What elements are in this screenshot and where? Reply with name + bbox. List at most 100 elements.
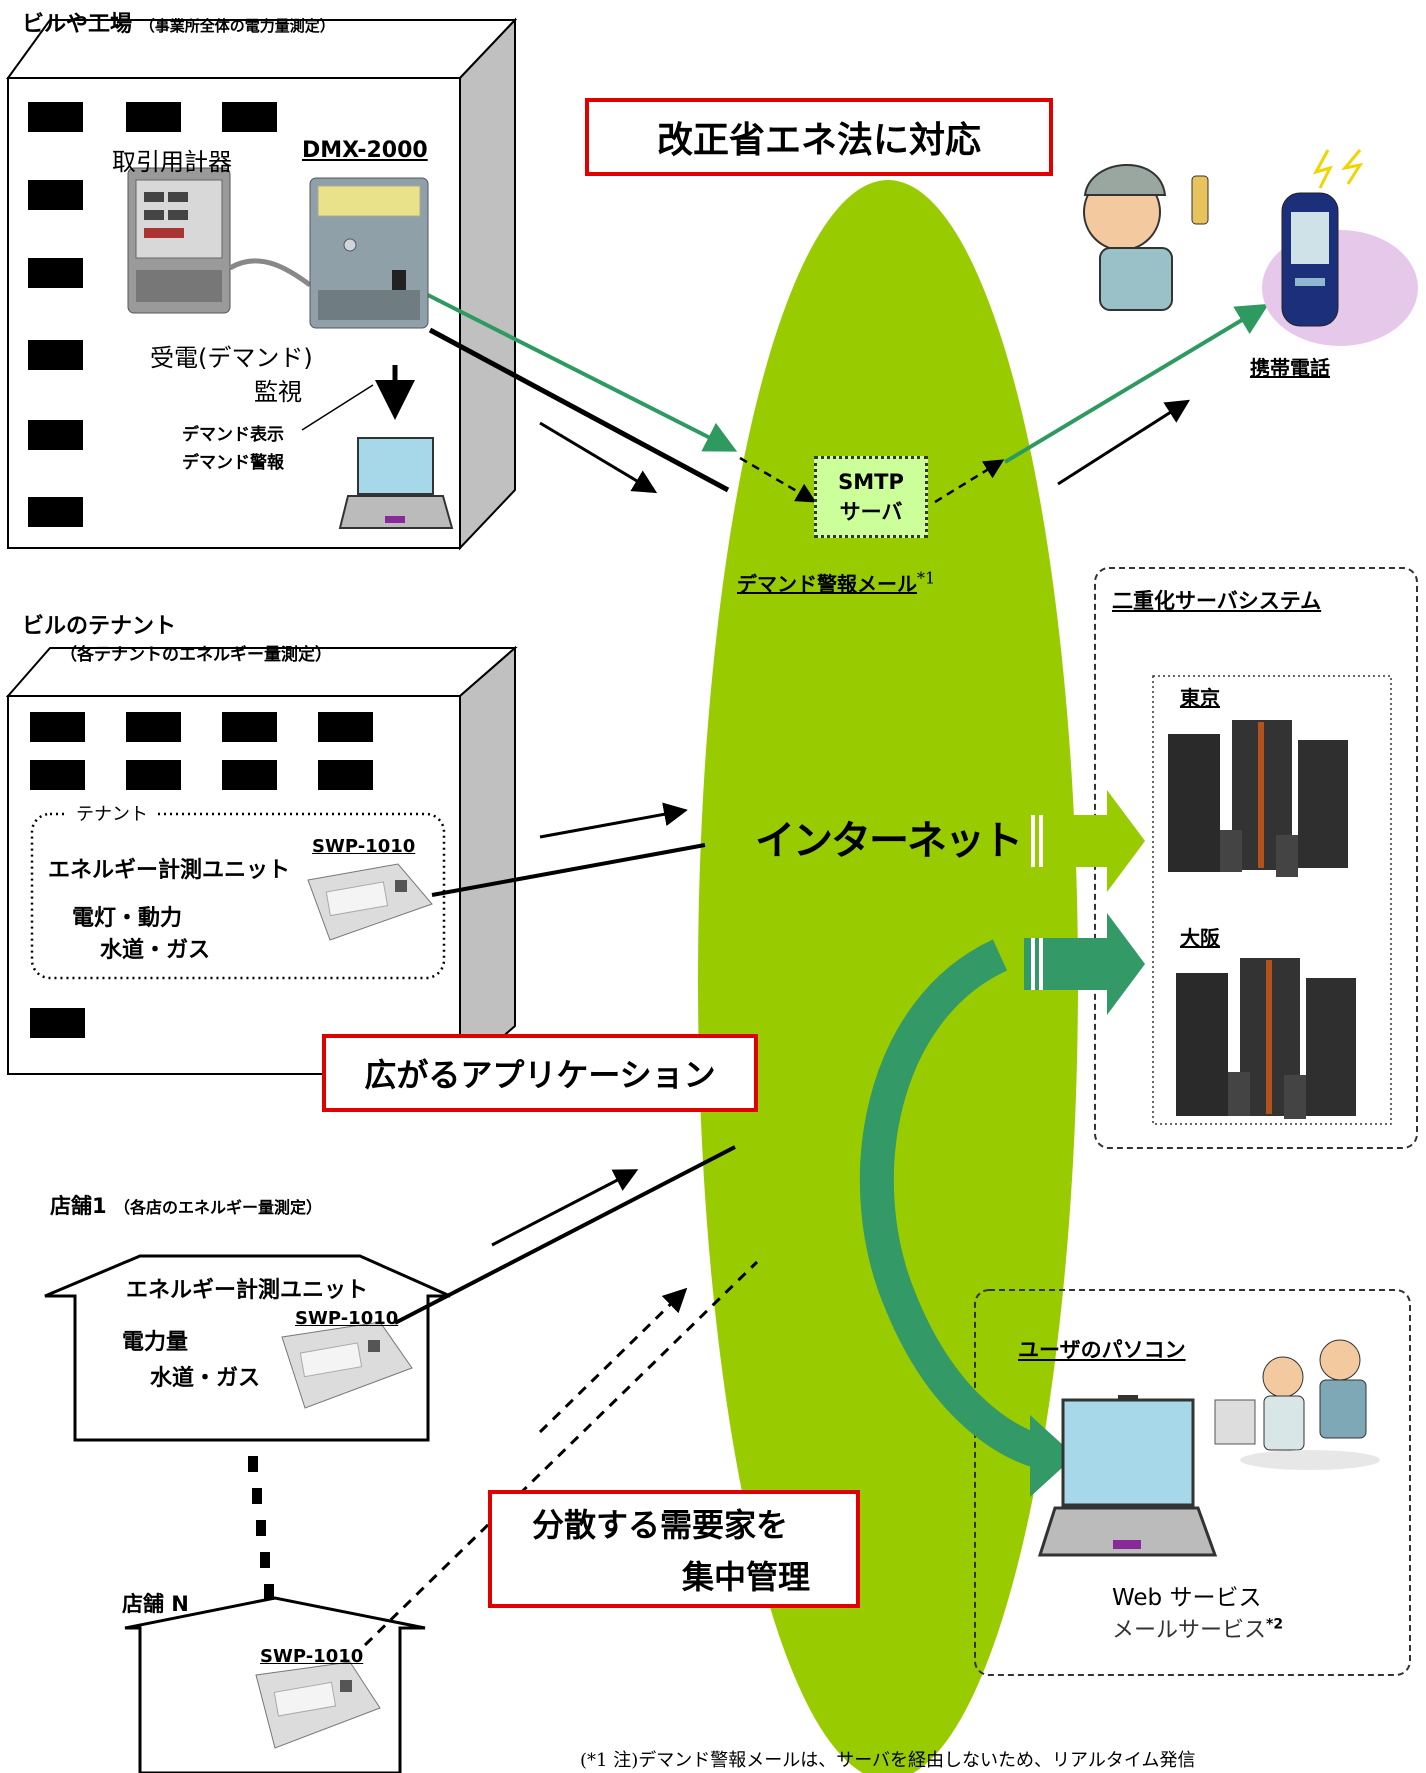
tenant-flow-arrow bbox=[539, 802, 688, 839]
applications-box: 広がるアプリケーション bbox=[322, 1034, 758, 1112]
store1-title-main: 店舗1 bbox=[50, 1194, 107, 1218]
smtp-server-box: SMTP サーバ bbox=[814, 456, 928, 538]
storeN-swp-label: SWP-1010 bbox=[260, 1646, 364, 1667]
store1-swp-device bbox=[281, 1321, 413, 1409]
store1-swp-label: SWP-1010 bbox=[295, 1308, 399, 1329]
factory-laptop bbox=[338, 437, 454, 529]
user-pc-box bbox=[974, 1289, 1411, 1676]
office-workers-illustration bbox=[1214, 1339, 1380, 1470]
factory-window bbox=[222, 102, 277, 132]
storeN-to-internet-line bbox=[363, 1260, 759, 1647]
demand-mail-text: デマンド警報メール bbox=[737, 572, 917, 596]
tenant-label: テナント bbox=[68, 800, 156, 826]
monitor-label-2: 監視 bbox=[254, 378, 302, 406]
tenant-window bbox=[30, 760, 85, 790]
factory-window bbox=[28, 340, 83, 370]
web-service-label: Web サービス bbox=[1112, 1585, 1262, 1611]
law-compliance-box: 改正省エネ法に対応 bbox=[585, 98, 1053, 176]
factory-window bbox=[28, 258, 83, 288]
internet-cloud bbox=[698, 180, 1078, 1773]
tenant-to-internet-line bbox=[431, 843, 706, 897]
redundant-server-inner bbox=[1152, 675, 1392, 1125]
meter-cable bbox=[228, 258, 312, 288]
mail-service-note: *2 bbox=[1266, 1616, 1284, 1633]
applications-text: 広がるアプリケーション bbox=[364, 1056, 716, 1094]
factory-window bbox=[28, 497, 83, 527]
user-laptop-icon bbox=[1037, 1395, 1218, 1557]
mobile-phone-icon bbox=[1262, 149, 1418, 346]
user-pc-title: ユーザのパソコン bbox=[1018, 1338, 1186, 1362]
dmx-flow-arrow bbox=[539, 421, 658, 494]
factory-window bbox=[28, 180, 83, 210]
redundant-title: 二重化サーバシステム bbox=[1112, 589, 1322, 613]
tenant-unit-label: エネルギー計測ユニット bbox=[48, 858, 291, 883]
store-ellipsis-dots bbox=[248, 1456, 274, 1600]
meter-label: 取引用計器 bbox=[112, 148, 232, 176]
tenant-window bbox=[222, 760, 277, 790]
tenant-dotted-box bbox=[30, 812, 446, 980]
meter-device bbox=[127, 167, 231, 314]
tenant-window bbox=[30, 1008, 85, 1038]
tenant-window bbox=[126, 760, 181, 790]
tenant-window bbox=[318, 712, 373, 742]
dmx-2000-device bbox=[309, 177, 429, 329]
factory-title: ビルや工場 （事業所全体の電力量測定） bbox=[22, 6, 335, 38]
tenant-window bbox=[30, 712, 85, 742]
smtp-line2: サーバ bbox=[839, 500, 903, 524]
store1-title: 店舗1 （各店のエネルギー量測定） bbox=[50, 1190, 322, 1220]
store1-unit-label: エネルギー計測ユニット bbox=[122, 1272, 373, 1304]
demand-pointer-line bbox=[301, 384, 374, 431]
demand-mail-label: デマンド警報メール*1 bbox=[737, 568, 935, 597]
store1-flow-arrow bbox=[491, 1169, 639, 1247]
footnote: (*1 注)デマンド警報メールは、サーバを経由しないため、リアルタイム発信 bbox=[580, 1750, 1196, 1771]
tenant-window bbox=[222, 712, 277, 742]
factory-window bbox=[28, 420, 83, 450]
internet-to-tokyo-arrow bbox=[1024, 790, 1145, 892]
central-line2: 集中管理 bbox=[682, 1558, 811, 1596]
law-compliance-text: 改正省エネ法に対応 bbox=[656, 120, 981, 161]
tenant-swp-label: SWP-1010 bbox=[312, 836, 416, 857]
dmx-to-internet-line bbox=[428, 327, 730, 493]
storeN-title: 店舗 N bbox=[122, 1592, 189, 1616]
osaka-server-icon bbox=[1176, 958, 1356, 1119]
tenant-window bbox=[318, 760, 373, 790]
factory-subtitle: （事業所全体の電力量測定） bbox=[139, 17, 335, 35]
tenant-items-1: 電灯・動力 bbox=[72, 906, 183, 931]
storeN-swp-device bbox=[255, 1661, 381, 1749]
tokyo-label: 東京 bbox=[1180, 686, 1220, 710]
user-pc-arrowhead bbox=[1030, 1415, 1075, 1497]
factory-title-main: ビルや工場 bbox=[22, 12, 133, 37]
internet-label: インターネット bbox=[755, 818, 1023, 864]
osaka-label: 大阪 bbox=[1180, 926, 1220, 950]
store1-items-2: 水道・ガス bbox=[150, 1366, 261, 1391]
internet-to-phone-green bbox=[1003, 303, 1269, 464]
mail-service-label: メールサービス*2 bbox=[1112, 1612, 1283, 1644]
smtp-line1: SMTP bbox=[838, 470, 904, 494]
mobile-phone-label: 携帯電話 bbox=[1250, 356, 1330, 380]
storeN-flow-arrow bbox=[538, 1287, 688, 1434]
central-management-box: 分散する需要家を 集中管理 bbox=[488, 1490, 860, 1608]
factory-window bbox=[28, 102, 83, 132]
store1-subtitle: （各店のエネルギー量測定） bbox=[113, 1198, 322, 1217]
central-line1: 分散する需要家を bbox=[532, 1506, 789, 1544]
mail-service-text: メールサービス bbox=[1112, 1618, 1267, 1643]
dmx-label: DMX-2000 bbox=[302, 138, 428, 163]
demand-alarm-label: デマンド警報 bbox=[182, 453, 284, 473]
monitor-label-1: 受電(デマンド) bbox=[150, 344, 313, 372]
worker-with-phone bbox=[1083, 164, 1209, 311]
factory-window bbox=[126, 102, 181, 132]
dmx-to-smtp-line bbox=[417, 288, 738, 452]
tenant-building-title: ビルのテナント bbox=[22, 614, 177, 639]
tenant-window bbox=[126, 712, 181, 742]
demand-display-label: デマンド表示 bbox=[182, 425, 284, 445]
tenant-swp-device bbox=[307, 863, 433, 941]
tokyo-server-icon bbox=[1168, 720, 1348, 877]
store1-items-1: 電力量 bbox=[122, 1330, 189, 1355]
tenant-building-subtitle: （各テナントのエネルギー量測定） bbox=[60, 645, 332, 665]
smtp-out-dashed bbox=[934, 459, 1005, 504]
demand-mail-note: *1 bbox=[917, 568, 936, 588]
store1-to-internet-line bbox=[394, 1145, 736, 1325]
internet-to-osaka-arrow bbox=[1024, 913, 1145, 1015]
internet-to-user-pc-arrow bbox=[859, 939, 1046, 1469]
